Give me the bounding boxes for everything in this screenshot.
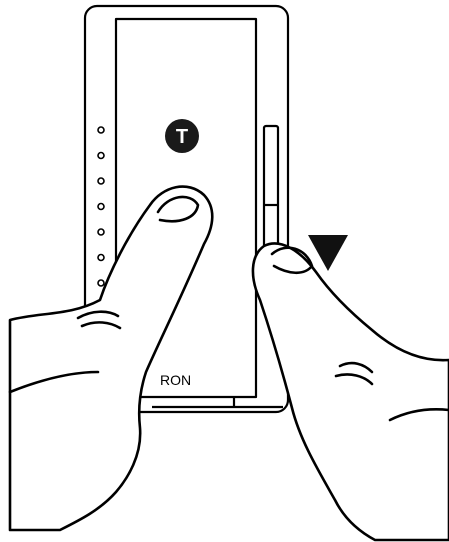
left-fingernail <box>156 195 200 223</box>
left-knuckle-crease-1 <box>76 310 120 320</box>
wall-plate-outline <box>83 4 290 414</box>
right-hand <box>251 242 449 542</box>
led-indicator-column <box>97 126 105 313</box>
led-indicator <box>97 279 105 287</box>
tap-badge: T <box>165 119 199 153</box>
tap-badge-circle <box>165 119 199 153</box>
led-indicator <box>97 177 105 185</box>
right-index-finger <box>251 242 449 542</box>
left-palm-line <box>8 370 100 394</box>
left-hand <box>8 185 214 532</box>
right-knuckle-crease-2 <box>334 373 374 386</box>
right-knuckle-crease-1 <box>338 361 374 374</box>
led-indicator <box>97 253 105 262</box>
led-indicator <box>97 126 105 134</box>
right-palm-line <box>388 408 449 422</box>
brand-label: RON <box>160 372 191 388</box>
left-index-finger <box>8 185 214 532</box>
down-arrow-icon <box>308 235 348 271</box>
led-indicator <box>97 151 105 160</box>
right-fingernail <box>270 246 314 275</box>
led-indicator <box>97 228 105 236</box>
tap-badge-letter: T <box>176 126 188 148</box>
left-knuckle-crease-2 <box>80 321 122 330</box>
led-indicator <box>97 202 105 211</box>
